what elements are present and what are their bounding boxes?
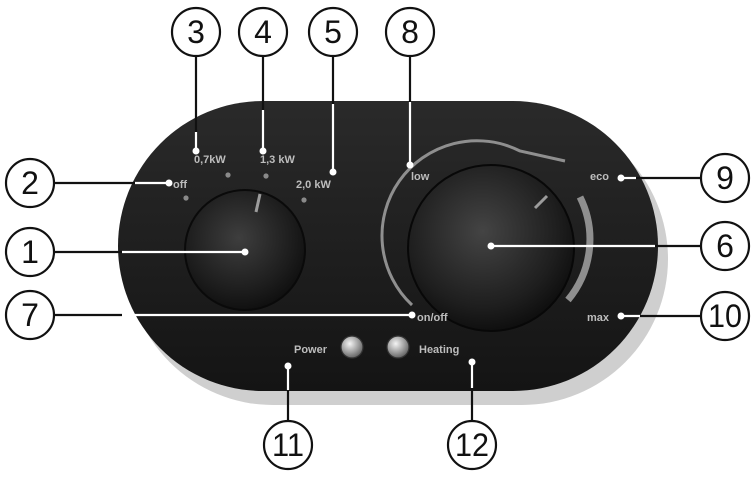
heating-lamp — [386, 335, 410, 359]
power-level-dot-07kw — [225, 172, 231, 178]
power-level-dot-20kw — [301, 197, 307, 203]
svg-text:4: 4 — [254, 14, 272, 50]
label-off: off — [173, 179, 187, 191]
callout-4: 4 — [237, 6, 289, 58]
leader-lines — [55, 57, 700, 420]
label-2-0kw: 2,0 kW — [296, 179, 331, 191]
svg-text:12: 12 — [455, 427, 489, 463]
callout-12: 12 — [446, 419, 498, 471]
power-lamp — [340, 335, 364, 359]
callout-3: 3 — [170, 6, 222, 58]
thermostat-scale-arc-right — [565, 195, 594, 303]
svg-text:2: 2 — [21, 165, 39, 201]
svg-text:10: 10 — [708, 298, 742, 334]
callout-9: 9 — [699, 152, 751, 204]
label-power: Power — [294, 344, 328, 356]
thermostat-scale-arc — [380, 139, 566, 307]
thermostat-knob-indicator — [533, 194, 549, 210]
power-knob-indicator — [254, 193, 262, 213]
callout-10: 10 — [699, 290, 751, 342]
callout-5: 5 — [307, 6, 359, 58]
label-heating: Heating — [419, 344, 459, 356]
callout-6: 6 — [699, 220, 751, 272]
callout-8: 8 — [384, 6, 436, 58]
callout-11: 11 — [262, 419, 314, 471]
svg-text:1: 1 — [21, 234, 39, 270]
svg-text:8: 8 — [401, 14, 419, 50]
label-0-7kw: 0,7kW — [194, 154, 226, 166]
label-1-3kw: 1,3 kW — [260, 154, 295, 166]
label-eco: eco — [590, 171, 609, 183]
svg-text:7: 7 — [21, 297, 39, 333]
svg-text:11: 11 — [272, 427, 304, 463]
callout-2: 2 — [4, 157, 56, 209]
label-on-off: on/off — [417, 312, 448, 324]
svg-text:6: 6 — [716, 228, 734, 264]
callout-7: 7 — [4, 289, 56, 341]
power-level-dot-off — [183, 195, 189, 201]
svg-text:3: 3 — [187, 14, 205, 50]
label-max: max — [587, 312, 610, 324]
label-low: low — [411, 171, 430, 183]
power-level-dot-13kw — [263, 173, 269, 179]
svg-text:5: 5 — [324, 14, 342, 50]
svg-text:9: 9 — [716, 160, 734, 196]
callout-1: 1 — [4, 226, 56, 278]
